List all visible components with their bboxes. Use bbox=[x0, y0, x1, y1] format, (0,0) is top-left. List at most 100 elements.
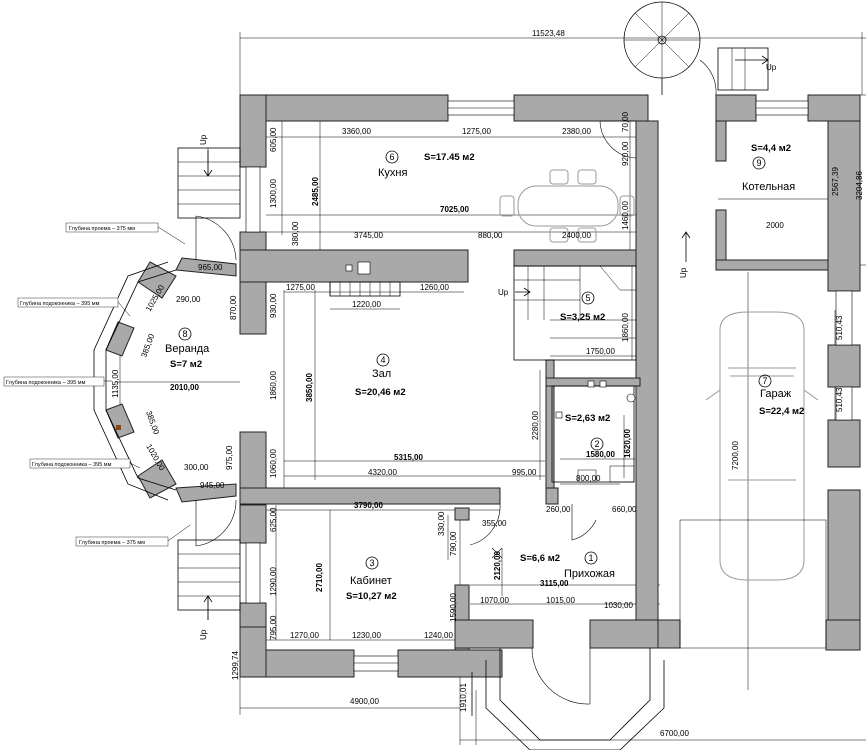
veranda-area: S=7 м2 bbox=[170, 359, 202, 370]
dim-1030: 1030,00 bbox=[604, 601, 633, 610]
dim-5315: 5315,00 bbox=[394, 453, 423, 462]
veranda-bay bbox=[93, 147, 241, 620]
furniture bbox=[499, 169, 827, 649]
dim-1060: 1060,00 bbox=[269, 449, 278, 478]
dim-2280: 2280,00 bbox=[531, 411, 540, 440]
dim-800: 800,00 bbox=[576, 474, 601, 483]
dim-2120: 2120,00 bbox=[493, 551, 502, 580]
dim-1580: 1580,00 bbox=[586, 450, 615, 459]
dim-1860-stair: 1860,00 bbox=[621, 313, 630, 342]
veranda-notes: Глубина проема – 375 мм Глубина подоконн… bbox=[3, 222, 191, 547]
dim-4320: 4320,00 bbox=[368, 468, 397, 477]
up-labels: Up Up Up Up Up bbox=[199, 63, 777, 640]
dim-1275b: 1275,00 bbox=[286, 283, 315, 292]
hall-number: 4 bbox=[380, 355, 385, 365]
note-sill-middle: Глубина подоконника – 395 мм bbox=[6, 380, 86, 386]
dim-790: 790,00 bbox=[449, 531, 458, 556]
dim-1230: 1230,00 bbox=[352, 631, 381, 640]
dim-290: 290,00 bbox=[176, 295, 201, 304]
study-area: S=10,27 м2 bbox=[346, 591, 397, 602]
hall-name: Зал bbox=[372, 368, 391, 380]
up-label-veranda-top: Up bbox=[199, 134, 208, 145]
dim-1135: 1135,00 bbox=[111, 369, 120, 398]
study-name: Кабинет bbox=[350, 575, 392, 587]
up-label-veranda-bottom: Up bbox=[199, 629, 208, 640]
bath-number: 2 bbox=[594, 439, 599, 449]
dim-1620: 1620,00 bbox=[623, 429, 632, 458]
dim-930: 930,00 bbox=[269, 293, 278, 318]
dim-1460: 1460,00 bbox=[621, 201, 630, 230]
note-opening-top: Глубина проема – 375 мм bbox=[69, 226, 135, 232]
up-label-stair: Up bbox=[498, 288, 509, 297]
dim-2000: 2000 bbox=[766, 221, 784, 230]
dim-1860-hall: 1860,00 bbox=[269, 371, 278, 400]
dim-355: 355,00 bbox=[482, 519, 507, 528]
dim-995: 995,00 bbox=[512, 468, 537, 477]
dim-2380: 2380,00 bbox=[562, 127, 591, 136]
dim-920: 920,00 bbox=[621, 141, 630, 166]
dim-965: 965,00 bbox=[198, 263, 223, 272]
dim-1910: 1910,01 bbox=[459, 683, 468, 712]
spiral-stair bbox=[623, 1, 769, 96]
dim-7025: 7025,00 bbox=[440, 205, 469, 214]
internal-stair bbox=[329, 261, 637, 361]
dim-2400: 2400,00 bbox=[562, 231, 591, 240]
dim-2485: 2485,00 bbox=[311, 177, 320, 206]
entry-name: Прихожая bbox=[564, 568, 615, 580]
entry-area: S=6,6 м2 bbox=[520, 553, 560, 564]
dim-1015: 1015,00 bbox=[546, 596, 575, 605]
dim-1260: 1260,00 bbox=[420, 283, 449, 292]
dim-3204: 3204,86 bbox=[855, 171, 864, 200]
dim-380: 380,00 bbox=[291, 221, 300, 246]
dim-1240: 1240,00 bbox=[424, 631, 453, 640]
study-number: 3 bbox=[369, 558, 374, 568]
dim-625: 625,00 bbox=[269, 507, 278, 532]
dim-1290: 1290,00 bbox=[269, 567, 278, 596]
kitchen-area: S=17.45 м2 bbox=[424, 152, 475, 163]
dim-510-lower: 510,43 bbox=[835, 387, 844, 412]
dim-385b: 385,00 bbox=[144, 410, 161, 437]
up-label-spiral: Up bbox=[766, 63, 777, 72]
entry-porch bbox=[471, 648, 665, 750]
walls bbox=[239, 94, 861, 678]
boiler-number: 9 bbox=[756, 158, 761, 168]
dim-2567: 2567,39 bbox=[831, 167, 840, 196]
dim-1270: 1270,00 bbox=[290, 631, 319, 640]
doors bbox=[469, 120, 637, 705]
dim-3360: 3360,00 bbox=[342, 127, 371, 136]
dim-3115: 3115,00 bbox=[540, 579, 569, 588]
dim-70: 70,00 bbox=[621, 111, 630, 132]
veranda-name: Веранда bbox=[165, 343, 210, 355]
note-sill-lower: Глубина подоконника – 395 мм bbox=[32, 462, 112, 468]
garage-number: 7 bbox=[762, 376, 767, 386]
garage-name: Гараж bbox=[760, 388, 792, 400]
dim-510-upper: 510,43 bbox=[835, 315, 844, 340]
hall-area: S=20,46 м2 bbox=[355, 387, 406, 398]
up-arrows bbox=[203, 55, 769, 620]
dim-880: 880,00 bbox=[478, 231, 503, 240]
boiler-area: S=4,4 м2 bbox=[751, 143, 791, 154]
dim-795: 795,00 bbox=[269, 615, 278, 640]
dim-2710: 2710,00 bbox=[315, 563, 324, 592]
veranda-number: 8 bbox=[182, 329, 187, 339]
kitchen-number: 6 bbox=[389, 152, 394, 162]
garage-area: S=22,4 м2 bbox=[759, 406, 804, 417]
dim-1070: 1070,00 bbox=[480, 596, 509, 605]
dimension-lines bbox=[115, 32, 866, 745]
dim-385a: 385,00 bbox=[139, 332, 156, 359]
dim-6700: 6700,00 bbox=[660, 729, 689, 738]
note-sill-upper: Глубина подоконника – 395 мм bbox=[20, 301, 100, 307]
stair-number: 5 bbox=[585, 293, 590, 303]
dim-330: 330,00 bbox=[437, 511, 446, 536]
room-labels: 6 S=17.45 м2 Кухня S=4,4 м2 9 Котельная … bbox=[165, 143, 804, 602]
room-markers bbox=[178, 150, 772, 570]
kitchen-name: Кухня bbox=[378, 167, 407, 179]
dim-945: 945,00 bbox=[200, 481, 225, 490]
dim-3745: 3745,00 bbox=[354, 231, 383, 240]
dim-3790: 3790,00 bbox=[354, 501, 383, 510]
boiler-name: Котельная bbox=[742, 181, 795, 193]
dim-2010: 2010,00 bbox=[170, 383, 199, 392]
note-opening-bottom: Глубина проема – 375 мм bbox=[79, 540, 145, 546]
dim-660: 660,00 bbox=[612, 505, 637, 514]
